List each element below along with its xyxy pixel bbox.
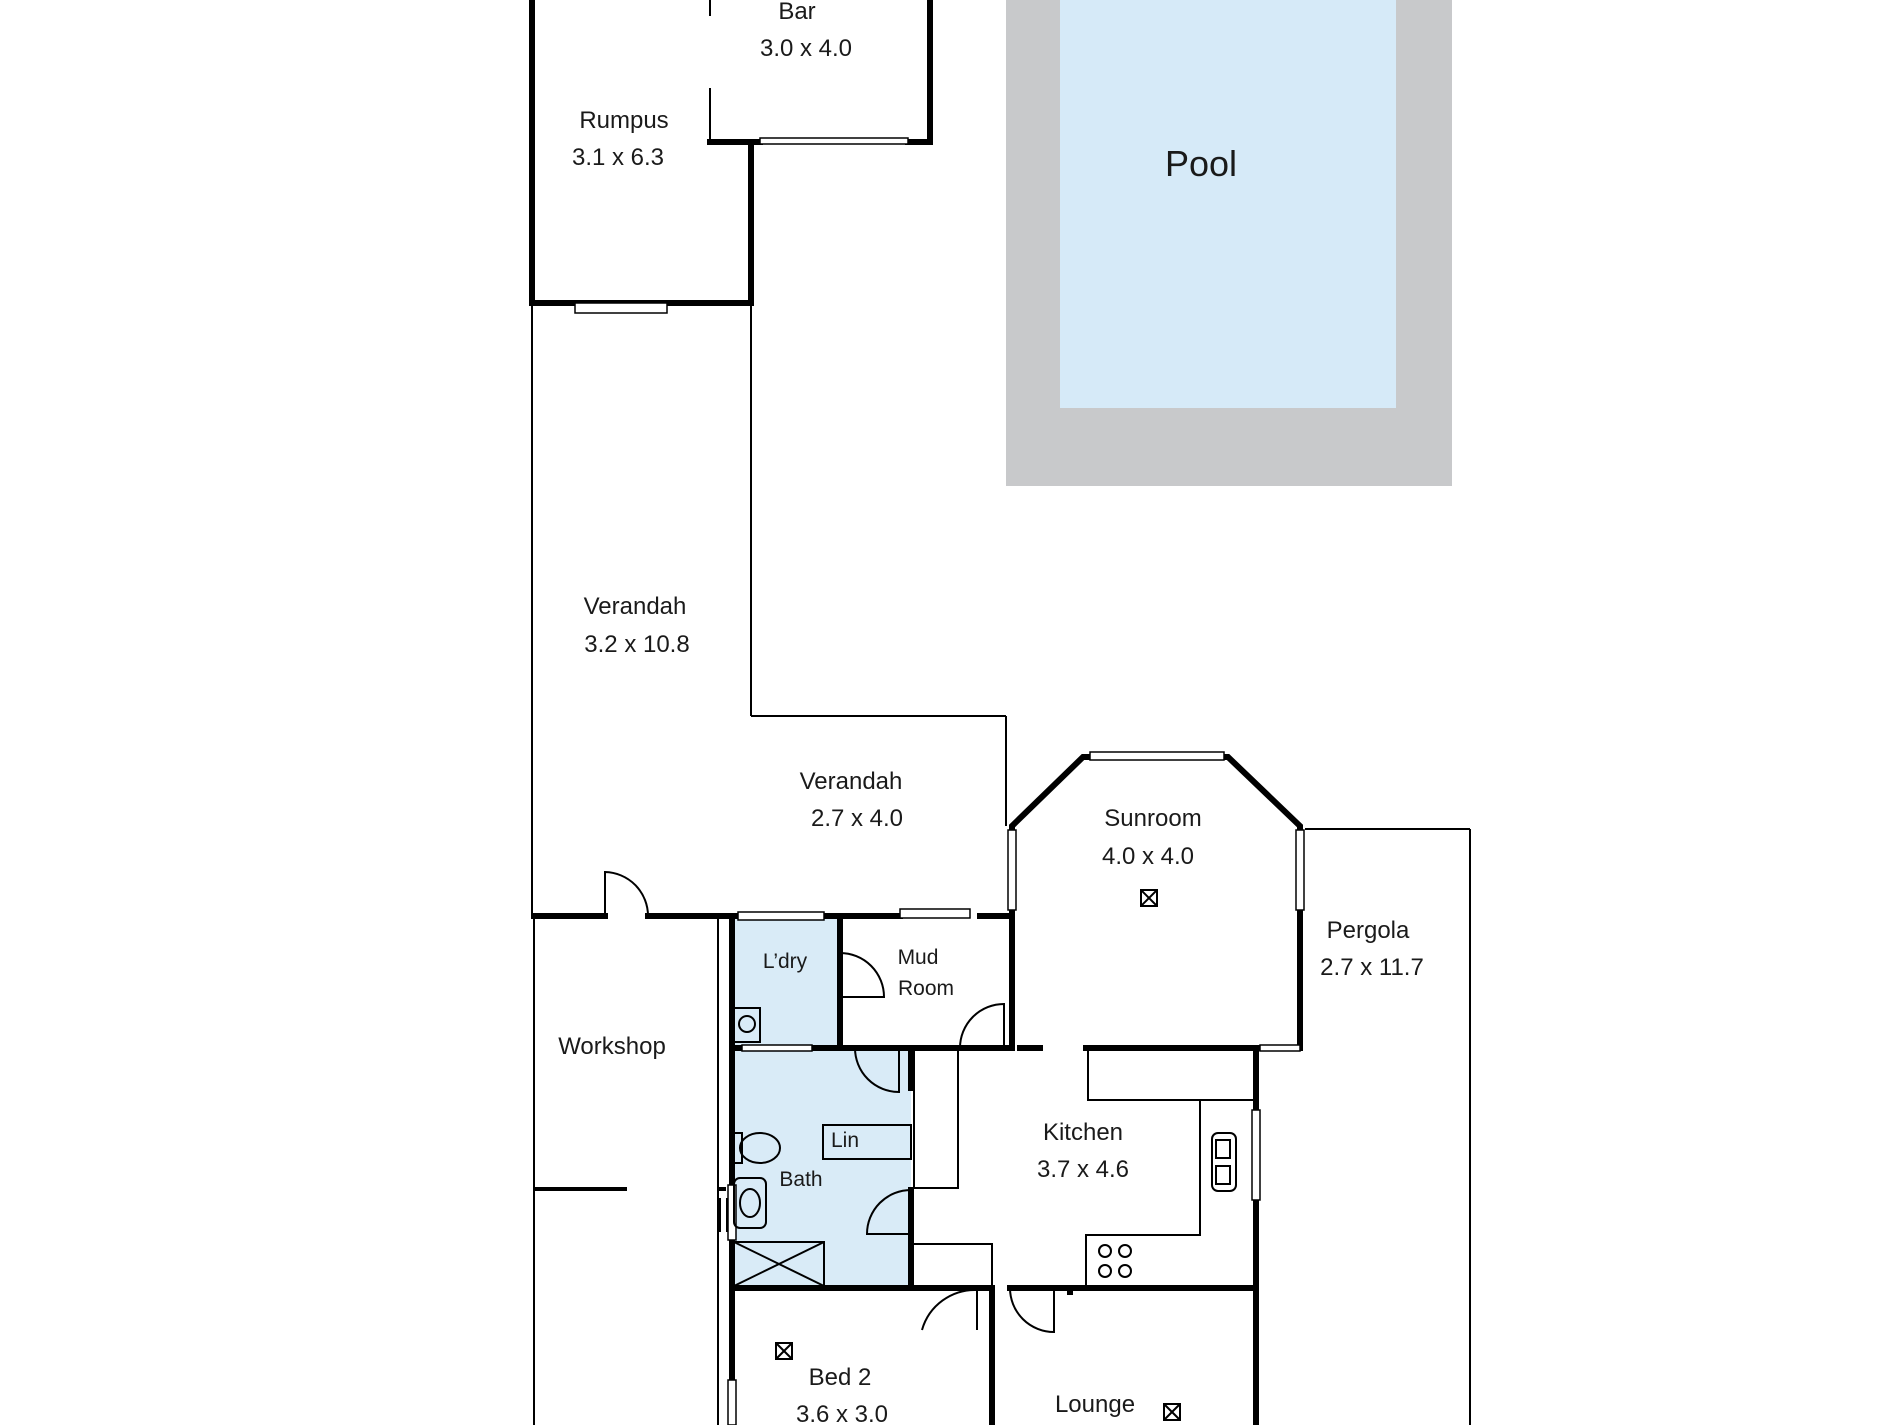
- workshop-name: Workshop: [558, 1033, 666, 1060]
- verandah-small-name: Verandah: [800, 768, 903, 795]
- bed2-name: Bed 2: [809, 1364, 872, 1391]
- bath-name: Bath: [779, 1168, 822, 1191]
- kitchen-benches: [913, 1048, 1256, 1288]
- smoke-detector-icon: [775, 1342, 793, 1360]
- smoke-detector-icons: [775, 889, 1181, 1421]
- bath-fixtures: [731, 1007, 912, 1287]
- laundry-floor: [732, 917, 840, 1048]
- pergola-name: Pergola: [1327, 917, 1410, 944]
- lounge-name: Lounge: [1055, 1391, 1135, 1418]
- outdoor-outlines: [531, 303, 1471, 1425]
- kitchen-dims: 3.7 x 4.6: [1037, 1156, 1129, 1183]
- smoke-detector-icon: [1140, 889, 1158, 907]
- rumpus-name: Rumpus: [579, 107, 668, 134]
- rumpus-dims: 3.1 x 6.3: [572, 144, 664, 171]
- bar-dims: 3.0 x 4.0: [760, 35, 852, 62]
- laundry-name: L’dry: [763, 950, 808, 973]
- doors: [604, 870, 1055, 1334]
- bar-name: Bar: [778, 0, 815, 25]
- verandah-small-dims: 2.7 x 4.0: [811, 805, 903, 832]
- room-labels: Bar 3.0 x 4.0 Rumpus 3.1 x 6.3 Pool Vera…: [558, 0, 1424, 1425]
- verandah-main-dims: 3.2 x 10.8: [584, 631, 689, 658]
- bed2-dims: 3.6 x 3.0: [796, 1401, 888, 1425]
- walls: [529, 0, 1305, 1425]
- linen-name: Lin: [831, 1129, 859, 1152]
- pergola-dims: 2.7 x 11.7: [1320, 954, 1424, 981]
- pool-water: [1060, 0, 1396, 408]
- pool-name: Pool: [1165, 143, 1237, 184]
- mud-room-line1: Mud: [898, 946, 939, 969]
- sunroom-dims: 4.0 x 4.0: [1102, 843, 1194, 870]
- kitchen-name: Kitchen: [1043, 1119, 1123, 1146]
- pool: [1006, 0, 1452, 486]
- sunroom-name: Sunroom: [1104, 805, 1201, 832]
- mud-room-line2: Room: [898, 977, 954, 1000]
- smoke-detector-icon: [1163, 1403, 1181, 1421]
- verandah-main-name: Verandah: [584, 593, 687, 620]
